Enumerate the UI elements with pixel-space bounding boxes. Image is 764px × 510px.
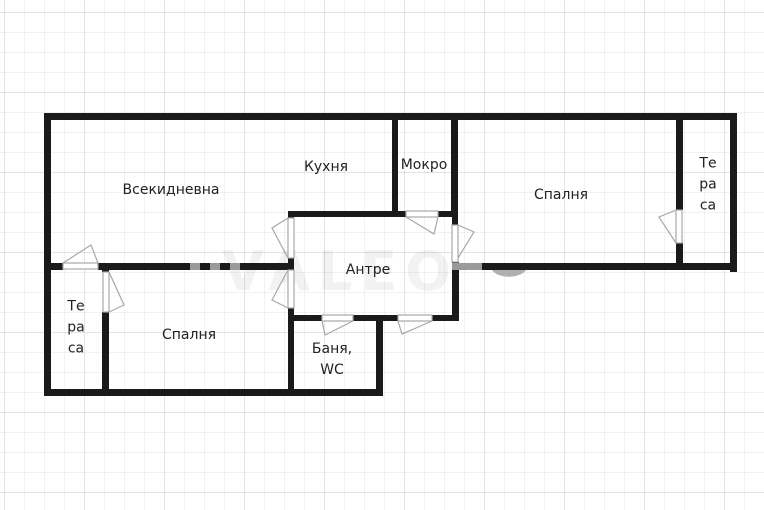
door-swing — [405, 216, 439, 235]
wall-hallway-top-right — [438, 211, 458, 217]
room-label-living: Всекидневна — [122, 182, 220, 198]
wall-hallway-top-left — [288, 211, 406, 217]
door-swing — [62, 244, 99, 264]
wall-outer-top — [44, 113, 737, 120]
wall-divider-left-2 — [98, 263, 190, 270]
wall-hallway-bottom-1 — [288, 315, 322, 321]
door-swing — [321, 320, 354, 336]
wall-hallway-right-bottom — [452, 262, 459, 321]
wall-utility-right — [451, 113, 458, 217]
door-swing — [271, 269, 289, 309]
door-swing — [108, 271, 125, 313]
windows — [190, 263, 526, 277]
wall-divider-left-5 — [240, 263, 288, 270]
room-label-utility: Мокро — [400, 157, 448, 173]
door-swing — [457, 224, 475, 259]
wall-hallway-left-top — [288, 211, 294, 218]
wall-divider-left-4 — [220, 263, 230, 270]
window-segment — [230, 263, 240, 270]
room-label-bedroom-left: Спалня — [161, 327, 217, 343]
wall-hallway-right-top — [452, 211, 458, 225]
door-leaf — [62, 262, 99, 270]
window-segment — [190, 263, 200, 270]
door-swing — [397, 320, 433, 335]
window-segment — [210, 263, 220, 270]
doors — [62, 209, 683, 336]
wall-divider-left-3 — [200, 263, 210, 270]
wall-bathroom-right — [376, 315, 383, 396]
wall-terrace-right-lower — [676, 243, 683, 270]
room-label-hallway: Антре — [345, 262, 391, 278]
wall-outer-right — [730, 113, 737, 272]
room-label-terrace-right: Те ра са — [699, 155, 717, 214]
door-leaf — [675, 209, 683, 244]
wall-hallway-bottom-2 — [353, 315, 398, 321]
room-label-kitchen: Кухня — [303, 159, 349, 175]
door-leaf — [287, 217, 295, 259]
room-label-bathroom: Баня, WC — [311, 341, 353, 378]
room-label-bedroom-right: Спалня — [533, 187, 589, 203]
watermark: VALEO — [222, 240, 460, 303]
door-leaf — [451, 224, 459, 263]
wall-hallway-bottom-3 — [432, 315, 459, 321]
door-leaf — [321, 314, 354, 322]
wall-utility-left — [392, 113, 398, 217]
room-label-terrace-left: Те ра са — [67, 298, 85, 357]
wall-hallway-left-mid — [288, 258, 294, 270]
wall-divider-left-1 — [44, 263, 63, 270]
walls — [44, 113, 737, 396]
door-swing — [658, 209, 677, 244]
wall-terrace-right-upper — [676, 113, 683, 210]
door-leaf — [397, 314, 433, 322]
wall-terrace-left-top — [102, 263, 109, 272]
window-arc — [492, 270, 526, 277]
door-leaf — [405, 210, 439, 218]
door-swing — [271, 217, 289, 259]
window-segment — [452, 263, 482, 270]
wall-outer-bottom — [44, 389, 383, 396]
door-leaf — [102, 271, 110, 313]
wall-bedroom-right-bottom — [452, 263, 737, 270]
wall-terrace-left-bottom — [102, 312, 109, 396]
wall-outer-left — [44, 113, 51, 396]
wall-hallway-left-bottom — [288, 308, 294, 396]
door-leaf — [287, 269, 295, 309]
